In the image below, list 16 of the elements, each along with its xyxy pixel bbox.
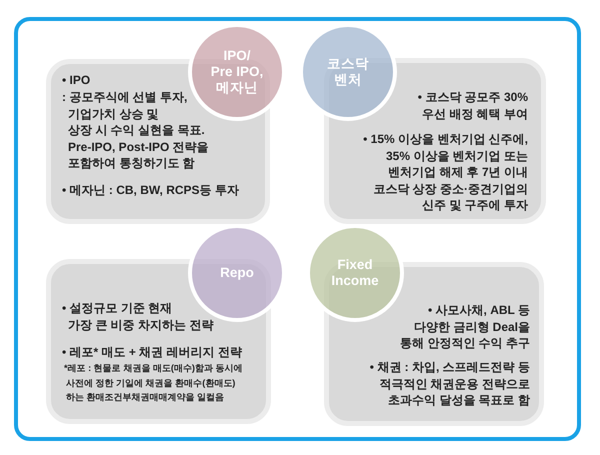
bullet-text: • 메자닌 : CB, BW, RCPS등 투자 xyxy=(62,182,239,198)
bullet-text: : 공모주식에 선별 투자, 기업가치 상승 및 상장 시 수익 실현을 목표. Pre-IPO, Post-IPO 전략을 포함하여 통칭하기도 함 xyxy=(62,89,209,172)
bullet-text: • 설정규모 기준 현재 가장 큰 비중 차지하는 전략 xyxy=(62,300,214,333)
bullet-text: • IPO xyxy=(62,72,90,88)
bullet-text: • 채권 : 차입, 스프레드전략 등 적극적인 채권운용 전략으로 초과수익 달성을 목표로 함 xyxy=(370,359,530,408)
circle-label: 코스닥 벤처 xyxy=(327,56,369,88)
bullet-text: • 15% 이상을 벤처기업 신주에, 35% 이상을 벤처기업 또는 벤처기업 해제 후 7년 이내 코스닥 상장 중소·중견기업의 신주 및 구주에 투자 xyxy=(363,131,528,214)
bullet-text: • 사모사채, ABL 등 다양한 금리형 Deal을 통해 안정적인 수익 추구 xyxy=(400,302,530,352)
info-box xyxy=(46,59,270,224)
info-box xyxy=(324,58,546,224)
circle-label: IPO/ Pre IPO, 메자닌 xyxy=(210,48,264,96)
circle-label: Repo xyxy=(220,265,254,281)
bullet-text: • 코스닥 공모주 30% 우선 배정 혜택 부여 xyxy=(418,89,528,122)
bullet-text: • 레포* 매도 + 채권 레버리지 전략 xyxy=(62,344,242,360)
circle-label: Fixed Income xyxy=(331,257,379,289)
footnote-text: *레포 : 현물로 채권을 매도(매수)함과 동시에 사전에 정한 기일에 채권을 환매수(환매도) 하는 환매조건부채권매매계약을 일컬음 xyxy=(64,362,243,404)
